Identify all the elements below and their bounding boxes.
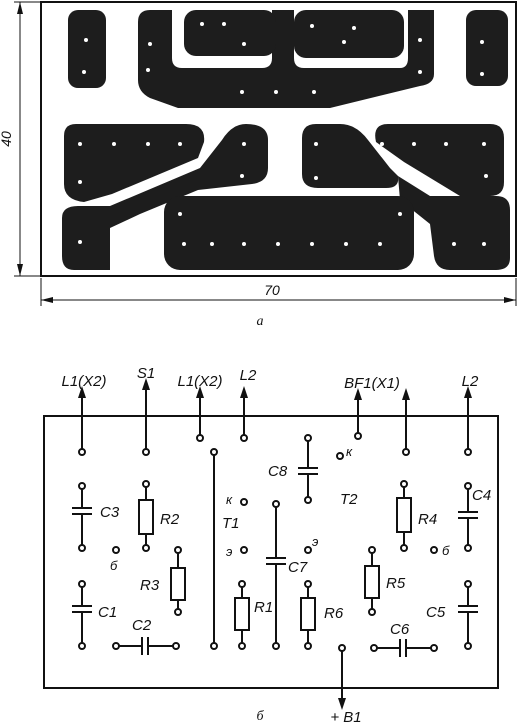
capacitor-c2 — [112, 637, 180, 655]
copper-pad — [294, 10, 404, 58]
label-c2: C2 — [132, 617, 152, 634]
label-c8: C8 — [268, 463, 288, 480]
copper-pad — [164, 196, 414, 270]
capacitor-c8 — [298, 434, 318, 504]
copper-pad — [375, 124, 504, 196]
label-pin-b-left: б — [110, 558, 118, 573]
width-dimension: 70 — [264, 282, 280, 298]
capacitor-c1 — [72, 580, 92, 650]
copper-pad — [138, 10, 434, 108]
pcb-layout: 40 70 а — [0, 1, 517, 329]
label-t1: T1 — [222, 515, 240, 532]
label-pin-e-t1: э — [226, 544, 232, 559]
label-r1: R1 — [254, 599, 273, 616]
component-placement: L1(X2) S1 L1(X2) L2 BF1(X1) L2 + B1 C3 R… — [43, 365, 499, 726]
transistor-t2 — [304, 452, 344, 554]
label-r2: R2 — [160, 511, 180, 528]
copper-pad — [398, 176, 510, 270]
drill-holes — [78, 22, 488, 246]
label-pin-b-right: б — [442, 543, 450, 558]
capacitor-c5 — [458, 580, 478, 650]
terminal-L2-right: L2 — [462, 373, 479, 390]
board-outline — [43, 415, 499, 689]
label-c1: C1 — [98, 604, 117, 621]
copper-pad — [68, 10, 106, 88]
copper-pad — [302, 124, 399, 188]
pin-b-left — [112, 546, 120, 554]
height-dimension: 40 — [0, 131, 14, 147]
terminal-BF1-X1: BF1(X1) — [344, 375, 400, 392]
label-c6: C6 — [390, 621, 410, 638]
capacitor-c3 — [72, 482, 92, 552]
transistor-t1 — [240, 498, 248, 554]
label-pin-e-t2: э — [312, 534, 318, 549]
resistor-r2 — [138, 480, 154, 552]
label-pin-k-t2: к — [346, 444, 353, 459]
capacitor-c4 — [458, 482, 478, 552]
copper-pad — [64, 124, 205, 202]
label-r6: R6 — [324, 605, 344, 622]
label-c3: C3 — [100, 504, 120, 521]
pin-b-right — [430, 546, 438, 554]
resistor-r4 — [396, 480, 412, 552]
jumper-wire — [210, 448, 218, 650]
figure-b-caption: б — [256, 709, 264, 724]
label-t2: T2 — [340, 491, 358, 508]
terminal-leads — [78, 378, 472, 710]
board-outline — [40, 1, 517, 277]
resistor-r1 — [234, 580, 250, 650]
terminal-L1-X2-mid: L1(X2) — [177, 373, 222, 390]
terminal-B1: + B1 — [330, 709, 361, 726]
terminal-S1: S1 — [137, 365, 155, 382]
figure-a-caption: а — [257, 314, 264, 329]
label-r5: R5 — [386, 575, 406, 592]
capacitor-c7 — [266, 500, 286, 650]
terminal-L1-X2-left: L1(X2) — [61, 373, 106, 390]
copper-pad — [62, 124, 268, 270]
resistor-r6 — [300, 580, 316, 650]
label-c7: C7 — [288, 559, 308, 576]
label-c5: C5 — [426, 604, 446, 621]
copper-pad — [466, 10, 508, 86]
terminal-L2-mid: L2 — [240, 367, 257, 384]
dimension-lines — [14, 1, 517, 306]
resistor-r5 — [364, 546, 380, 616]
label-r4: R4 — [418, 511, 437, 528]
label-r3: R3 — [140, 577, 160, 594]
label-pin-k-t1: к — [226, 492, 233, 507]
label-c4: C4 — [472, 487, 491, 504]
resistor-r3 — [170, 546, 186, 616]
capacitor-c6 — [370, 639, 438, 657]
copper-pad — [184, 10, 276, 56]
